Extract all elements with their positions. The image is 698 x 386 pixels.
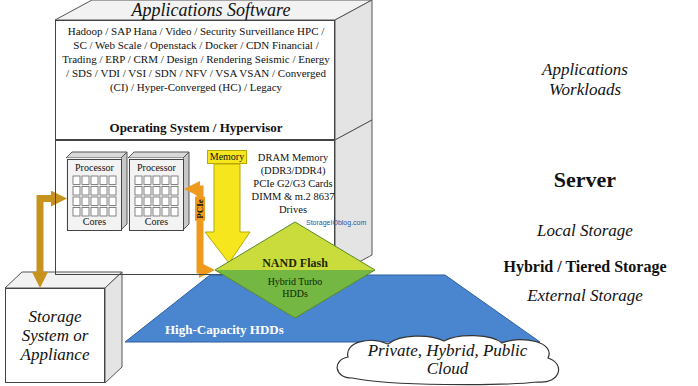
bus-label: PCIe — [195, 198, 205, 222]
core-cell — [91, 208, 98, 217]
memory-label: Memory — [207, 150, 247, 164]
core-cell — [109, 197, 116, 206]
core-cell — [171, 187, 178, 196]
chip-top-face — [128, 152, 189, 158]
box-title: Applications Software — [86, 1, 336, 20]
core-cell — [91, 187, 98, 196]
core-cell — [144, 176, 151, 185]
cloud-label: Private, Hybrid, Public Cloud — [355, 342, 540, 378]
core-cell — [153, 197, 160, 206]
app-software-box: Applications SoftwareHadoop / SAP Hana /… — [55, 20, 335, 140]
processor-label: Processor — [68, 162, 121, 174]
core-cell — [135, 197, 142, 206]
core-cell — [171, 208, 178, 217]
core-cell — [82, 197, 89, 206]
core-cell — [153, 187, 160, 196]
os-label: Operating System / Hypervisor — [56, 120, 336, 135]
core-cell — [109, 187, 116, 196]
server-spec: DRAM Memory (DDR3/DDR4) PCIe G2/G3 Cards… — [251, 151, 335, 216]
box-top-face — [55, 0, 372, 20]
hdd-label: High-Capacity HDDs — [165, 322, 325, 337]
core-cell — [162, 208, 169, 217]
core-cell — [153, 176, 160, 185]
core-cell — [73, 176, 80, 185]
storage-appliance-box: Storage System or Appliance — [5, 288, 105, 383]
processor-box: ProcessorCores — [67, 159, 122, 231]
core-cell — [144, 187, 151, 196]
core-cell — [109, 176, 116, 185]
core-cell — [144, 208, 151, 217]
box-front-face — [55, 20, 335, 140]
workload-list: Hadoop / SAP Hana / Video / Security Sur… — [62, 24, 330, 94]
core-grid — [72, 175, 117, 217]
cores-label: Cores — [130, 216, 183, 228]
turbo-hdd-label: Hybrid Turbo HDDs — [260, 276, 330, 300]
core-cell — [73, 197, 80, 206]
core-cell — [82, 208, 89, 217]
processor-box: ProcessorCores — [129, 159, 184, 231]
core-cell — [153, 208, 160, 217]
layer-label: Server — [485, 167, 685, 192]
core-cell — [171, 197, 178, 206]
core-cell — [162, 176, 169, 185]
core-cell — [100, 187, 107, 196]
core-cell — [73, 208, 80, 217]
memory-arrow — [205, 164, 250, 263]
core-cell — [100, 176, 107, 185]
core-cell — [162, 187, 169, 196]
chip-front-face — [66, 158, 121, 230]
core-cell — [91, 176, 98, 185]
core-grid — [134, 175, 179, 217]
core-cell — [171, 176, 178, 185]
layer-label: External Storage — [485, 286, 685, 306]
watermark: StorageIOblog.com — [306, 219, 366, 227]
box-side-face — [105, 272, 122, 383]
core-cell — [82, 187, 89, 196]
core-cell — [91, 197, 98, 206]
hdd-region — [125, 275, 540, 342]
cloud-shape: Private, Hybrid, Public Cloud — [330, 334, 565, 385]
layer-label: Applications Workloads — [515, 60, 655, 100]
chip-front-face — [128, 158, 183, 230]
core-cell — [100, 197, 107, 206]
core-cell — [135, 176, 142, 185]
core-cell — [73, 187, 80, 196]
core-cell — [100, 208, 107, 217]
processor-label: Processor — [130, 162, 183, 174]
core-cell — [162, 197, 169, 206]
shape-outline — [215, 222, 375, 318]
core-cell — [135, 187, 142, 196]
layer-label: Hybrid / Tiered Storage — [475, 257, 695, 276]
cloud-outline — [337, 336, 558, 385]
nand-flash-diamond: NAND FlashHybrid Turbo HDDs — [215, 222, 375, 318]
box-front-face — [5, 288, 105, 383]
bus-arrow — [40, 199, 54, 276]
core-cell — [144, 197, 151, 206]
core-cell — [109, 208, 116, 217]
core-cell — [135, 208, 142, 217]
flash-label: NAND Flash — [245, 256, 345, 270]
flash-region — [215, 222, 375, 270]
appliance-label: Storage System or Appliance — [9, 307, 101, 364]
cores-label: Cores — [68, 216, 121, 228]
chip-top-face — [66, 152, 127, 158]
core-cell — [82, 176, 89, 185]
layer-label: Local Storage — [485, 221, 685, 241]
box-side-face — [335, 0, 372, 140]
